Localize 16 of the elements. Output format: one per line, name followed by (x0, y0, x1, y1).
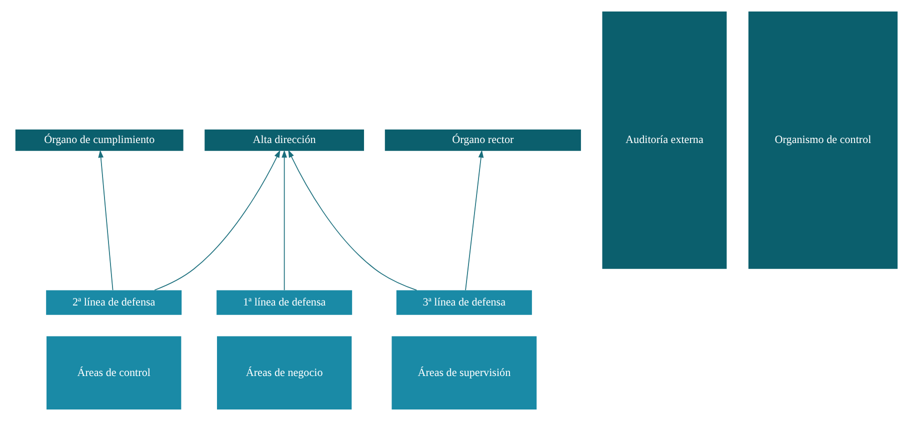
arrow (281, 150, 287, 291)
node-box: Órgano de cumplimiento (14, 130, 183, 151)
node-box: 1ª línea de defensa (216, 290, 352, 315)
node-box: Áreas de supervisión (391, 336, 536, 410)
node-box: Auditoría externa (602, 11, 726, 269)
arrow (98, 150, 113, 291)
node-box: 3ª línea de defensa (396, 290, 532, 315)
node-box: Organismo de control (748, 11, 898, 269)
node-box: Áreas de negocio (216, 336, 352, 410)
node-box: Alta dirección (204, 130, 364, 151)
node-box: Órgano rector (384, 130, 580, 151)
arrow (464, 150, 484, 291)
arrow (154, 150, 280, 291)
node-box: Áreas de control (46, 336, 181, 410)
arrow (288, 150, 417, 291)
node-box: 2ª línea de defensa (46, 290, 182, 315)
